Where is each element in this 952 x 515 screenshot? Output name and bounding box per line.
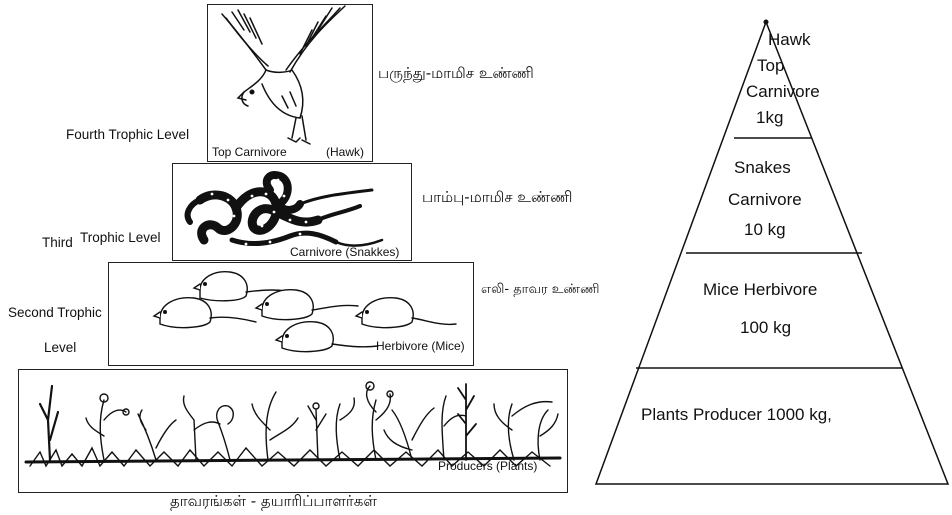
third-level-label-a: Third [42,235,73,250]
mouse-4 [276,322,378,352]
pyramid-mice-mass: 100 kg [740,318,791,338]
plants-illustration [26,382,560,466]
snake-illustration [188,175,382,246]
hawk-illustration [222,6,345,144]
pyramid-base-label: Plants Producer 1000 kg, [641,405,832,425]
pyramid-snakes-label: Snakes [734,158,791,178]
producers-caption: Producers (Plants) [438,459,537,473]
pyramid-mice-label: Mice Herbivore [703,280,817,300]
third-level-label-b: Trophic Level [80,230,161,245]
top-carnivore-caption: Top Carnivore [212,145,287,159]
second-level-label-a: Second Trophic [8,305,102,320]
mice-caption: Herbivore (Mice) [376,339,465,353]
hawk-tamil-label: பருந்து-மாமிச உண்ணி [378,64,534,84]
fourth-trophic-level-label: Fourth Trophic Level [66,127,189,142]
snake-caption: Carnivore (Snakkes) [290,245,399,259]
pyramid-top-hawk: Hawk [768,30,811,50]
snake-tamil-label: பாம்பு-மாமிச உண்ணி [422,188,572,208]
pyramid-top-mass: 1kg [756,108,783,128]
mouse-2 [154,298,256,328]
mouse-5 [356,298,456,328]
pyramid-top-top: Top [757,56,784,76]
pyramid-top-carnivore: Carnivore [746,82,820,102]
pyramid-snakes-carnivore: Carnivore [728,190,802,210]
mouse-3 [256,290,358,320]
plants-tamil-label: தாவரங்கள் - தயாரிப்பாளர்கள் [170,492,377,512]
pyramid-snakes-mass: 10 kg [744,220,786,240]
second-level-label-b: Level [44,340,76,355]
hawk-caption: (Hawk) [326,145,364,159]
mice-tamil-label: எலி- தாவர உண்ணி [481,282,599,298]
